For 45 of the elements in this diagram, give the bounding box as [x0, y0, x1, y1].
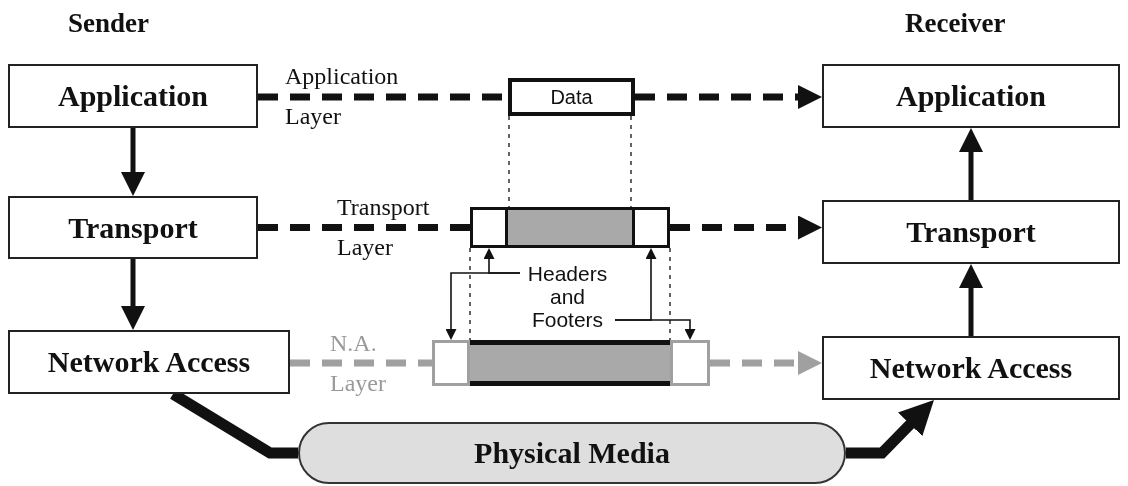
dotted-line	[669, 247, 671, 341]
packet-bar	[470, 207, 670, 248]
layer-name: Transport	[906, 215, 1036, 249]
layer-name: Application	[58, 79, 208, 113]
arrow	[121, 259, 145, 330]
connector-line	[290, 359, 432, 367]
arrow	[670, 215, 822, 240]
data-section	[508, 207, 632, 248]
layer-label: N.A. Layer	[330, 329, 387, 398]
layer-name: Transport	[68, 210, 198, 245]
callout-text: Headers and Footers	[520, 262, 615, 331]
layer-box	[8, 64, 258, 128]
layer-name: Network Access	[47, 345, 251, 379]
connector-line	[258, 224, 470, 231]
arrow	[710, 351, 822, 375]
layer-name: Application	[896, 79, 1046, 113]
footer-cell	[670, 340, 710, 386]
dotted-line	[630, 115, 632, 208]
leader-line	[445, 272, 521, 340]
layer-box	[822, 336, 1120, 400]
layer-label: Transport Layer	[337, 193, 431, 262]
arrow	[959, 264, 983, 336]
layer-label: Application Layer	[285, 62, 400, 131]
packet-bar	[432, 340, 710, 386]
layer-name: Network Access	[869, 351, 1073, 385]
header-cell	[470, 207, 508, 248]
arrow	[846, 400, 934, 459]
leader-line	[614, 319, 696, 340]
footer-cell	[632, 207, 670, 248]
media-label: Physical Media	[474, 436, 670, 470]
layer-box	[8, 330, 290, 394]
layer-box	[822, 64, 1120, 128]
layer-box	[822, 200, 1120, 264]
arrow	[121, 128, 145, 196]
arrow	[959, 128, 983, 200]
arrow	[635, 85, 822, 109]
data-section	[470, 340, 670, 386]
data-box	[508, 78, 635, 116]
layer-box	[8, 196, 258, 259]
data-label: Data	[550, 85, 593, 109]
header-cell	[432, 340, 470, 386]
dotted-line	[469, 247, 471, 341]
side-heading: Sender	[68, 8, 149, 39]
dotted-line	[508, 115, 510, 208]
side-heading: Receiver	[905, 8, 1006, 39]
